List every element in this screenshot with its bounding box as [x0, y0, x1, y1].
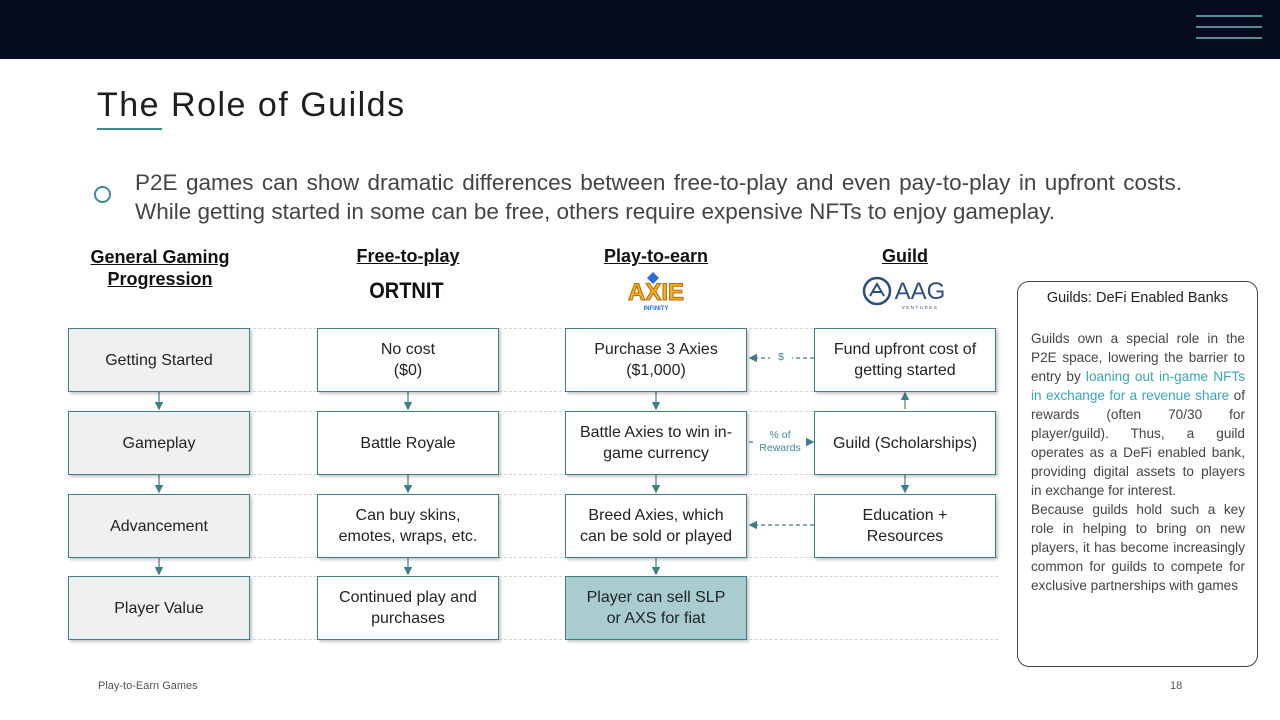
- menu-lines-icon[interactable]: [1196, 15, 1262, 48]
- f2p-step-4: Continued play and purchases: [317, 576, 499, 640]
- fortnite-logo: FORTNITE: [369, 279, 445, 300]
- f2p-step-2: Battle Royale: [317, 411, 499, 475]
- p2e-step-3: Breed Axies, which can be sold or played: [565, 494, 747, 558]
- guilds-defi-sidebox: Guilds: DeFi Enabled Banks Guilds own a …: [1017, 281, 1258, 667]
- p2e-step-1: Purchase 3 Axies ($1,000): [565, 328, 747, 392]
- rewards-label: % of Rewards: [754, 429, 806, 455]
- general-step-1: Getting Started: [68, 328, 250, 392]
- svg-text:AAG: AAG: [895, 278, 946, 305]
- sidebox-title: Guilds: DeFi Enabled Banks: [1046, 290, 1229, 306]
- aag-ventures-logo: AAG VENTURES: [862, 276, 946, 310]
- bullet-text: P2E games can show dramatic differences …: [135, 170, 1182, 224]
- header-general: General Gaming Progression: [90, 247, 230, 289]
- general-step-4: Player Value: [68, 576, 250, 640]
- row-band: [68, 576, 998, 640]
- row-band: [68, 494, 998, 558]
- header-p2e: Play-to-earn: [603, 246, 709, 266]
- bullet-circle-icon: [94, 186, 111, 203]
- guild-step-2: Guild (Scholarships): [814, 411, 996, 475]
- svg-text:AXIE: AXIE: [628, 279, 684, 306]
- general-step-3: Advancement: [68, 494, 250, 558]
- title-underline: [97, 128, 162, 130]
- page-number: 18: [1170, 680, 1183, 692]
- top-bar: [0, 0, 1280, 59]
- svg-text:INFINITY: INFINITY: [644, 306, 669, 312]
- sidebox-paragraph-1: Guilds own a special role in the P2E spa…: [1031, 331, 1245, 498]
- page-title: The Role of Guilds: [97, 86, 406, 124]
- svg-text:VENTURES: VENTURES: [902, 305, 939, 310]
- svg-text:FORTNITE: FORTNITE: [369, 279, 445, 300]
- sidebox-paragraph-2: Because guilds hold such a key role in h…: [1031, 502, 1245, 593]
- f2p-step-3: Can buy skins, emotes, wraps, etc.: [317, 494, 499, 558]
- p2e-step-4: Player can sell SLP or AXS for fiat: [565, 576, 747, 640]
- header-guild: Guild: [882, 246, 928, 266]
- row-band: [68, 328, 998, 392]
- f2p-step-1: No cost($0): [317, 328, 499, 392]
- sidebox-body: Guilds own a special role in the P2E spa…: [1031, 329, 1245, 595]
- axie-infinity-logo: AXIE INFINITY: [627, 272, 685, 312]
- row-band: [68, 411, 998, 475]
- footer-label: Play-to-Earn Games: [98, 680, 198, 692]
- general-step-2: Gameplay: [68, 411, 250, 475]
- guild-step-3: Education + Resources: [814, 494, 996, 558]
- dollar-label: $: [770, 351, 792, 364]
- header-f2p: Free-to-play: [356, 246, 460, 266]
- p2e-step-2: Battle Axies to win in-game currency: [565, 411, 747, 475]
- guild-step-1: Fund upfront cost of getting started: [814, 328, 996, 392]
